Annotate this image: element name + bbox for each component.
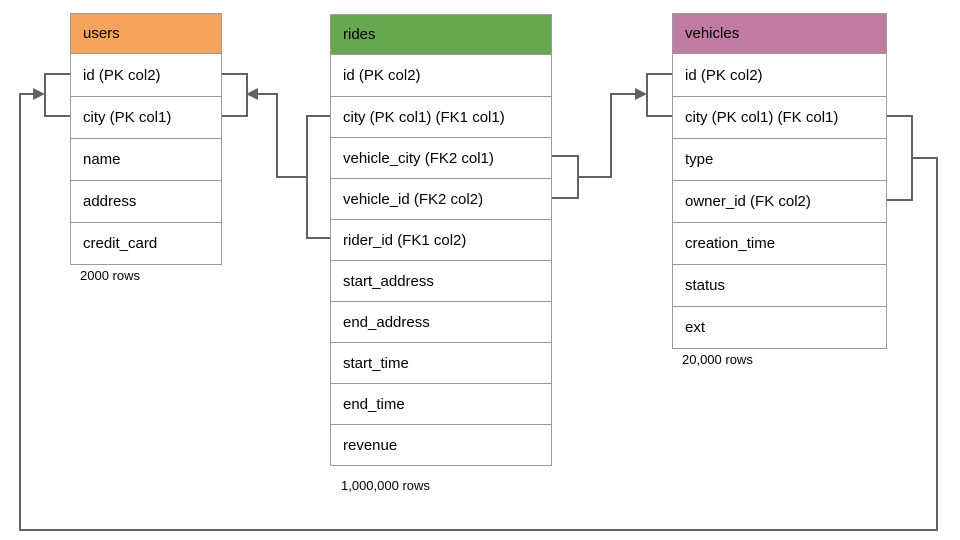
- column-row: status: [673, 264, 886, 306]
- users-pk-bracket-left: [44, 73, 70, 117]
- column-row: credit_card: [71, 222, 221, 264]
- vehicles-row-count: 20,000 rows: [682, 352, 753, 367]
- table-vehicles-rows: id (PK col2)city (PK col1) (FK col1)type…: [673, 54, 886, 348]
- column-row: city (PK col1): [71, 96, 221, 138]
- column-row: ext: [673, 306, 886, 348]
- table-rides-rows: id (PK col2)city (PK col1) (FK1 col1)veh…: [331, 55, 551, 465]
- fk-arrowhead-icon: [33, 88, 45, 100]
- column-row: revenue: [331, 424, 551, 465]
- table-rides: rides id (PK col2)city (PK col1) (FK1 co…: [330, 14, 552, 466]
- table-rides-header: rides: [331, 15, 551, 55]
- column-row: type: [673, 138, 886, 180]
- column-row: vehicle_id (FK2 col2): [331, 178, 551, 219]
- vehicles-pk-bracket-left: [646, 73, 672, 117]
- fk2-arrowhead-icon: [635, 88, 647, 100]
- column-row: start_address: [331, 260, 551, 301]
- column-row: city (PK col1) (FK col1): [673, 96, 886, 138]
- vehicles-fk-bracket-right: [886, 115, 913, 201]
- rides-row-count: 1,000,000 rows: [341, 478, 430, 493]
- rides-fk2-bracket-right: [552, 155, 579, 199]
- column-row: address: [71, 180, 221, 222]
- table-users-header: users: [71, 14, 221, 54]
- table-vehicles-header: vehicles: [673, 14, 886, 54]
- column-row: id (PK col2): [673, 54, 886, 96]
- table-vehicles: vehicles id (PK col2)city (PK col1) (FK …: [672, 13, 887, 349]
- column-row: vehicle_city (FK2 col1): [331, 137, 551, 178]
- column-row: end_address: [331, 301, 551, 342]
- column-row: city (PK col1) (FK1 col1): [331, 96, 551, 137]
- column-row: end_time: [331, 383, 551, 424]
- column-row: start_time: [331, 342, 551, 383]
- column-row: id (PK col2): [71, 54, 221, 96]
- column-row: name: [71, 138, 221, 180]
- users-row-count: 2000 rows: [80, 268, 140, 283]
- users-pk-bracket-right: [222, 73, 248, 117]
- fk1-connector-rides-users: [258, 93, 307, 178]
- column-row: rider_id (FK1 col2): [331, 219, 551, 260]
- fk2-connector-rides-vehicles: [578, 93, 635, 178]
- column-row: creation_time: [673, 222, 886, 264]
- column-row: owner_id (FK col2): [673, 180, 886, 222]
- fk1-arrowhead-icon: [246, 88, 258, 100]
- column-row: id (PK col2): [331, 55, 551, 96]
- rides-fk1-bracket-left: [306, 115, 330, 239]
